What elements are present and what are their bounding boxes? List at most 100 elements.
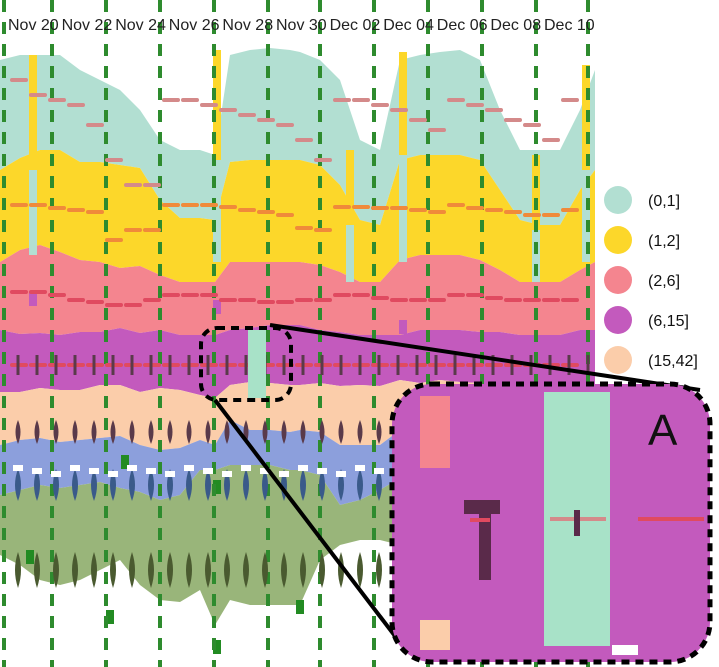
median-tick — [219, 205, 237, 209]
violin — [91, 469, 97, 501]
spike-bar — [29, 55, 37, 170]
zoom-median — [638, 517, 704, 521]
median-tick — [181, 293, 199, 297]
median-tick — [105, 303, 123, 307]
median-tick — [181, 203, 199, 207]
zoom-connector — [213, 398, 400, 642]
x-tick-label: Nov 24 — [115, 17, 166, 34]
zoom-median — [470, 518, 490, 522]
whisker — [491, 355, 495, 375]
violin — [224, 552, 230, 588]
legend-label: (0,1] — [648, 193, 680, 210]
violin — [129, 552, 135, 588]
spike-block — [296, 600, 304, 614]
layer-2 — [0, 245, 595, 335]
violin — [281, 552, 287, 588]
legend-swatch — [604, 306, 632, 334]
spike-bar — [213, 160, 221, 262]
median-tick — [523, 123, 541, 127]
whisker — [434, 355, 438, 375]
median-tick — [314, 158, 332, 162]
zoom-whisker — [574, 510, 580, 536]
zoom-annotation-label: A — [648, 406, 678, 455]
median-tick — [504, 210, 522, 214]
whisker — [130, 355, 134, 375]
median-tick — [238, 208, 256, 212]
legend-swatch — [604, 226, 632, 254]
median-tick — [466, 293, 484, 297]
median-tick — [542, 213, 560, 217]
spike-block — [29, 292, 37, 306]
spike-block — [26, 550, 34, 564]
zoom-violin-stem — [479, 514, 491, 580]
median-tick — [390, 206, 408, 210]
median-tick — [523, 298, 541, 302]
whisker — [73, 355, 77, 375]
median-tick — [238, 113, 256, 117]
white-marker — [298, 465, 308, 471]
median-tick — [162, 203, 180, 207]
violin — [357, 552, 363, 588]
median-tick — [143, 228, 161, 232]
median-tick — [371, 103, 389, 107]
median-tick — [504, 118, 522, 122]
layer-0 — [0, 48, 595, 225]
violin — [300, 420, 306, 444]
violin — [15, 552, 21, 588]
violin — [300, 552, 306, 588]
zoom-peach-block — [420, 620, 450, 650]
spike-bar — [532, 155, 540, 230]
median-tick — [428, 128, 446, 132]
violin — [167, 420, 173, 444]
layer-3 — [0, 325, 595, 398]
median-tick — [523, 213, 541, 217]
violin — [262, 469, 268, 501]
whisker — [586, 355, 590, 375]
white-marker — [374, 468, 384, 474]
violin — [224, 420, 230, 444]
whisker — [111, 355, 115, 375]
median-tick — [105, 238, 123, 242]
spike-bar — [399, 52, 407, 155]
median-tick — [409, 118, 427, 122]
median-tick — [29, 290, 47, 294]
median-tick — [124, 228, 142, 232]
median-tick — [428, 210, 446, 214]
zoom-white-marker — [612, 645, 638, 655]
white-marker — [241, 465, 251, 471]
whisker — [472, 355, 476, 375]
violin — [167, 552, 173, 588]
violin — [300, 469, 306, 501]
median-tick — [257, 300, 275, 304]
median-tick — [29, 93, 47, 97]
violin — [72, 552, 78, 588]
white-marker — [260, 468, 270, 474]
median-tick — [561, 98, 579, 102]
x-tick-label: Nov 28 — [222, 17, 273, 34]
x-tick-label: Nov 22 — [62, 17, 113, 34]
violin — [376, 552, 382, 588]
median-tick — [390, 108, 408, 112]
x-tick-label: Dec 10 — [544, 17, 595, 34]
median-tick — [447, 293, 465, 297]
whisker — [282, 355, 286, 375]
violin — [205, 469, 211, 501]
median-tick — [333, 98, 351, 102]
violin — [110, 552, 116, 588]
zoom-inset: A — [199, 323, 713, 665]
violin — [243, 469, 249, 501]
violin — [262, 420, 268, 444]
median-tick — [86, 210, 104, 214]
median-tick — [276, 123, 294, 127]
spike-block — [213, 480, 221, 494]
median-tick — [238, 298, 256, 302]
median-tick — [485, 296, 503, 300]
violin — [148, 552, 154, 588]
white-marker — [146, 468, 156, 474]
median-tick — [124, 303, 142, 307]
whisker — [377, 355, 381, 375]
spike-block — [213, 300, 221, 314]
median-tick — [48, 206, 66, 210]
